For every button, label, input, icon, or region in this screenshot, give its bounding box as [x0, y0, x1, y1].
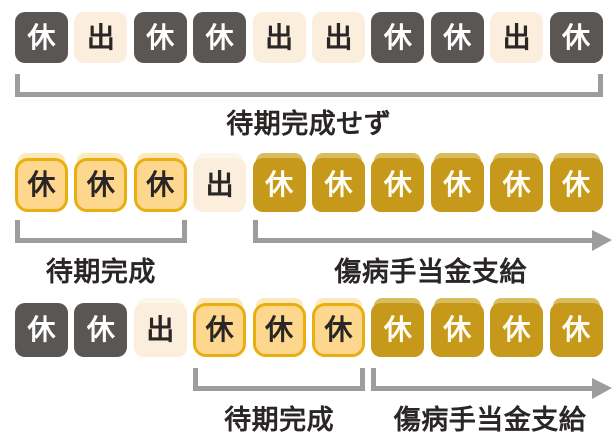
day-box-absence: 休: [371, 12, 425, 63]
range-bracket: [193, 368, 365, 391]
range-bracket: [15, 220, 187, 243]
bracket-label: 待期完成せず: [226, 109, 392, 140]
day-box-benefit: 休: [252, 158, 306, 212]
day-box-work: 出: [193, 158, 247, 212]
day-box-benefit: 休: [549, 158, 603, 212]
scenario-row-3: 休休出休休休休休休休待期完成傷病手当金支給: [0, 290, 615, 436]
day-box-work: 出: [490, 12, 544, 63]
day-box-benefit: 休: [549, 303, 603, 357]
day-box-absence: 休: [430, 12, 484, 63]
range-bracket: [15, 74, 603, 97]
day-box-absence: 休: [549, 12, 603, 63]
day-box-work: 出: [312, 12, 365, 63]
day-box-absence: 休: [15, 303, 68, 357]
day-box-waiting: 休: [15, 158, 68, 212]
day-box-waiting: 休: [193, 303, 247, 357]
arrow-shaft: [252, 238, 596, 243]
day-box-work: 出: [133, 303, 187, 357]
day-box-work: 出: [74, 12, 128, 63]
day-box-absence: 休: [133, 12, 187, 63]
scenario-row-1: 休出休休出出休休出休待期完成せず: [0, 0, 615, 145]
arrow-start-tick: [371, 368, 377, 391]
payment-arrow: [371, 368, 612, 399]
day-box-absence: 休: [15, 12, 68, 63]
day-box-benefit: 休: [371, 303, 425, 357]
day-box-benefit: 休: [371, 158, 425, 212]
day-box-waiting: 休: [312, 303, 365, 357]
day-box-benefit: 休: [490, 303, 544, 357]
day-box-absence: 休: [193, 12, 247, 63]
day-box-benefit: 休: [312, 158, 365, 212]
day-box-work: 出: [252, 12, 306, 63]
arrow-head-icon: [591, 378, 612, 399]
day-box-benefit: 休: [430, 158, 484, 212]
scenario-row-2: 休休休出休休休休休休待期完成傷病手当金支給: [0, 145, 615, 290]
payment-arrow: [252, 220, 612, 251]
arrow-label: 傷病手当金支給: [334, 257, 527, 288]
arrow-shaft: [371, 386, 596, 391]
arrow-label: 傷病手当金支給: [393, 405, 587, 436]
day-box-benefit: 休: [430, 303, 484, 357]
arrow-head-icon: [591, 230, 612, 251]
bracket-label: 待期完成: [45, 257, 156, 288]
arrow-start-tick: [252, 220, 258, 243]
day-box-absence: 休: [74, 303, 128, 357]
day-box-waiting: 休: [74, 158, 128, 212]
bracket-label: 待期完成: [224, 405, 335, 436]
day-box-benefit: 休: [490, 158, 544, 212]
day-box-waiting: 休: [252, 303, 306, 357]
day-box-waiting: 休: [133, 158, 187, 212]
